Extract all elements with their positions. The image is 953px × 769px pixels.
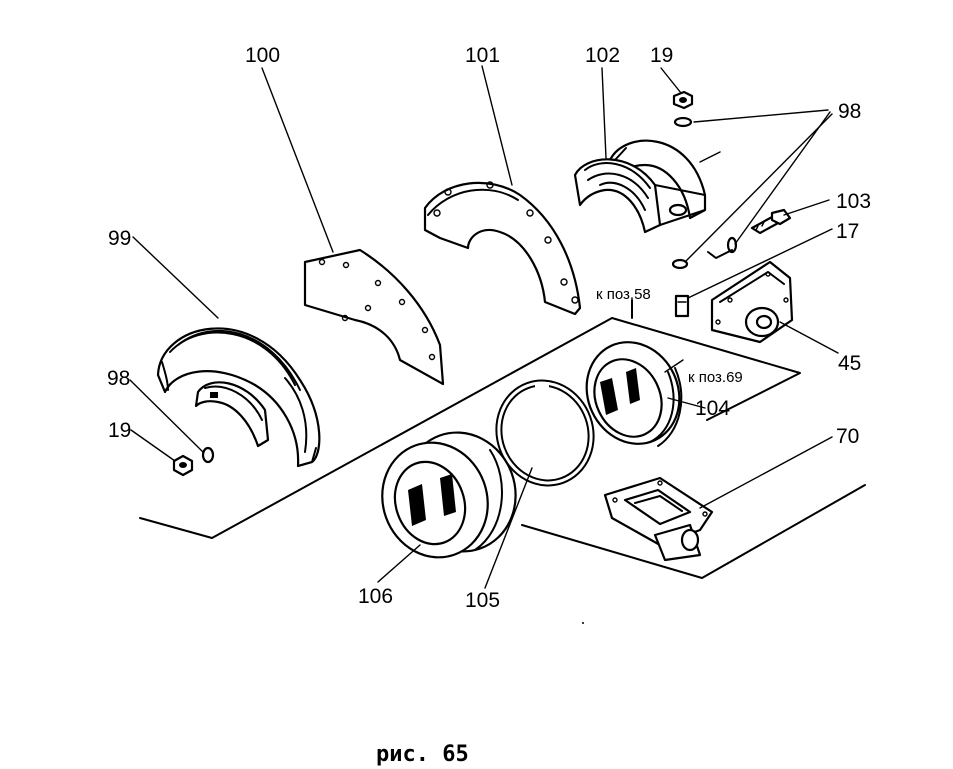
bearing-half-housing-102 xyxy=(573,139,721,234)
half-cover-99 xyxy=(156,327,321,468)
label-105: 105 xyxy=(465,589,500,612)
label-99: 99 xyxy=(108,227,131,250)
label-45: 45 xyxy=(838,352,861,375)
end-cover-45 xyxy=(710,260,794,344)
link-98 xyxy=(707,249,733,259)
label-101: 101 xyxy=(465,44,500,67)
label-ref-69: к поз.69 xyxy=(688,369,743,386)
snap-ring-105 xyxy=(495,379,595,487)
seal-housing-106 xyxy=(381,431,517,559)
bearing-ring-104 xyxy=(585,341,683,447)
part-labels: 100 101 102 19 98 103 17 99 к поз.58 45 … xyxy=(107,44,871,612)
label-106: 106 xyxy=(358,585,393,608)
speck xyxy=(582,622,584,624)
figure-caption: рис. 65 xyxy=(376,742,469,767)
washer-98-mid xyxy=(726,236,738,254)
label-ref-58: к поз.58 xyxy=(596,286,651,303)
label-17: 17 xyxy=(836,220,859,243)
label-19-left: 19 xyxy=(108,419,131,442)
label-70: 70 xyxy=(836,425,859,448)
label-104: 104 xyxy=(695,397,730,420)
label-103: 103 xyxy=(836,190,871,213)
washer-98-left xyxy=(201,446,215,464)
label-98-left: 98 xyxy=(107,367,130,390)
nut-19-left xyxy=(172,454,194,477)
assembly-plane-lines xyxy=(139,299,866,579)
bolt-103 xyxy=(750,208,792,235)
gasket-plate-100 xyxy=(303,248,445,386)
label-98-top: 98 xyxy=(838,100,861,123)
leader-lines xyxy=(129,65,839,589)
washer-98-low xyxy=(671,258,689,270)
label-100: 100 xyxy=(245,44,280,67)
label-19-top: 19 xyxy=(650,44,673,67)
bolt-17 xyxy=(674,294,690,318)
label-102: 102 xyxy=(585,44,620,67)
base-bracket-70 xyxy=(603,476,714,562)
washer-98-top xyxy=(673,116,693,128)
half-flange-101 xyxy=(423,181,582,316)
nut-19-top xyxy=(672,90,694,110)
